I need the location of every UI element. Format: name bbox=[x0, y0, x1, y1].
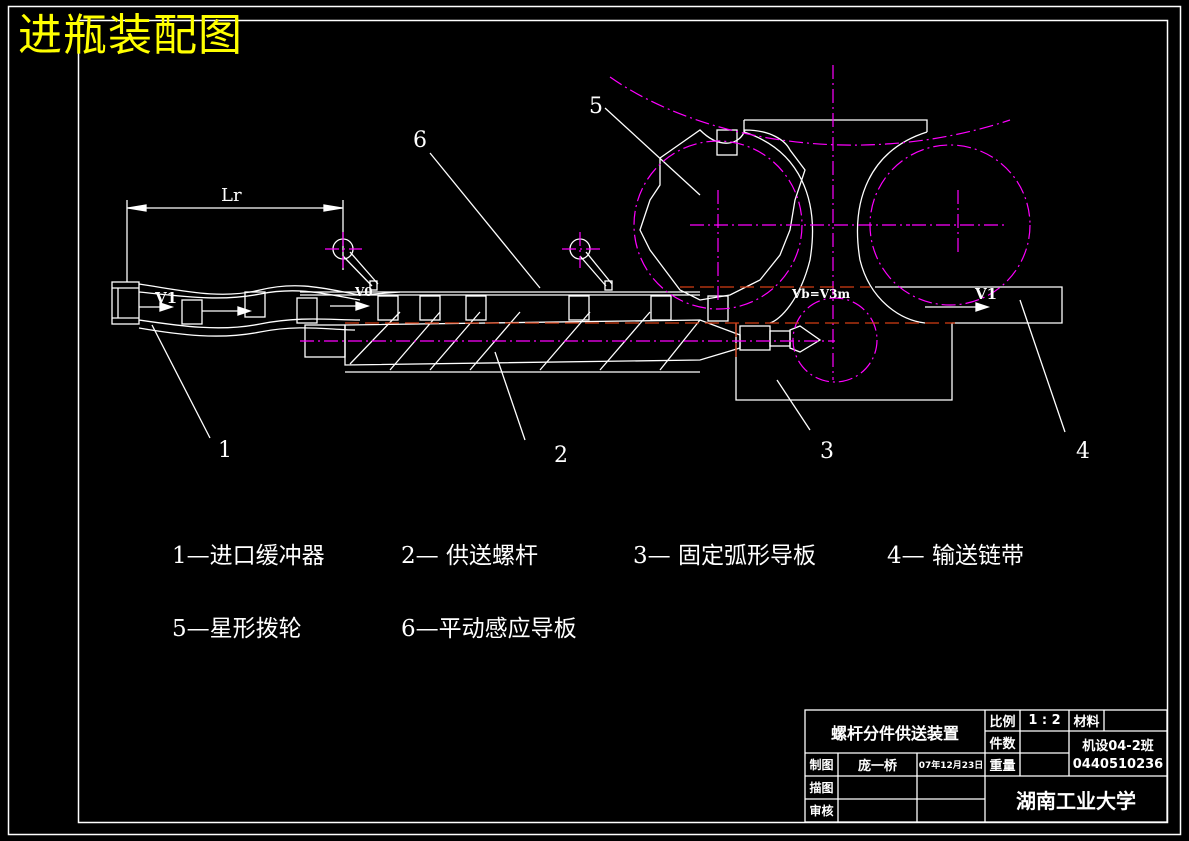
fixed-arc-guide bbox=[735, 323, 953, 401]
feed-screw bbox=[304, 311, 822, 373]
tb-student-id: 0440510236 bbox=[1072, 756, 1164, 772]
legend-item-6: 6—平动感应导板 bbox=[401, 616, 577, 642]
tb-material-label: 材料 bbox=[1073, 715, 1100, 730]
legend-item-5: 5—星形拨轮 bbox=[172, 616, 302, 642]
callout-6: 6 bbox=[413, 128, 427, 153]
tb-scale-value: 1 : 2 bbox=[1028, 713, 1061, 728]
tb-class: 机设04-2班 bbox=[1082, 738, 1154, 754]
legend-item-4: 4— 输送链带 bbox=[887, 543, 1024, 569]
outer-frame bbox=[7, 5, 1182, 836]
legend-item-2: 2— 供送螺杆 bbox=[401, 543, 538, 569]
tb-weight-value bbox=[1020, 753, 1069, 776]
callout-5: 5 bbox=[589, 94, 603, 119]
tb-scale-label: 比例 bbox=[989, 715, 1016, 730]
leader-lines bbox=[151, 107, 1066, 441]
guide-plate bbox=[300, 238, 729, 322]
conveyor-belt bbox=[875, 286, 1063, 324]
tb-drawn-label: 制图 bbox=[809, 758, 834, 772]
tb-quantity-label: 件数 bbox=[989, 736, 1016, 752]
title-block-grid bbox=[804, 709, 1168, 823]
legend-item-1: 1—进口缓冲器 bbox=[172, 543, 325, 569]
callout-3: 3 bbox=[820, 439, 834, 464]
tb-checked-label: 审核 bbox=[809, 804, 834, 818]
inlet-buffer bbox=[111, 281, 401, 337]
star-wheel bbox=[639, 119, 928, 324]
callout-1: 1 bbox=[218, 438, 232, 463]
drawing-title: 进瓶装配图 bbox=[18, 10, 243, 61]
callout-4: 4 bbox=[1076, 439, 1090, 464]
tb-traced-label: 描图 bbox=[809, 781, 834, 795]
tb-school: 湖南工业大学 bbox=[1016, 788, 1136, 813]
tb-weight-label: 重量 bbox=[989, 759, 1016, 774]
velocity-label-inlet: V1 bbox=[154, 289, 177, 307]
inner-frame bbox=[77, 19, 1169, 824]
velocity-label-conveyor: V1 bbox=[974, 285, 997, 303]
tb-quantity-value bbox=[1020, 731, 1069, 753]
centerlines bbox=[300, 65, 1031, 383]
dimension-label: Lr bbox=[221, 185, 242, 206]
callout-2: 2 bbox=[554, 443, 568, 468]
dimension-lr bbox=[126, 200, 344, 282]
legend-item-3: 3— 固定弧形导板 bbox=[633, 543, 816, 569]
tb-drawing-name: 螺杆分件供送装置 bbox=[830, 723, 959, 743]
velocity-label-transfer: Vb=V3m bbox=[791, 287, 850, 301]
hidden-lines bbox=[345, 286, 955, 357]
tb-drawn-date: 07年12月23日 bbox=[918, 761, 984, 771]
tb-material-value bbox=[1104, 710, 1167, 731]
tb-drawn-by: 庞一桥 bbox=[857, 759, 897, 774]
velocity-label-zero: V0 bbox=[354, 285, 373, 299]
